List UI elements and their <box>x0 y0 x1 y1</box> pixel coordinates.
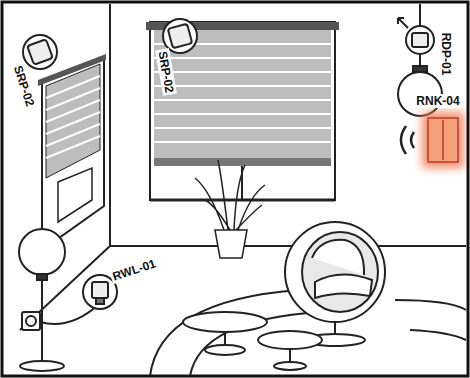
left-window-blind <box>38 54 106 250</box>
left-window-blind <box>46 88 100 110</box>
right-window-blind <box>154 57 331 59</box>
device-label: RDP-01 <box>439 31 453 78</box>
ball-chair <box>285 222 385 346</box>
srp-device-icon <box>27 39 53 65</box>
wall-switch <box>411 132 414 148</box>
left-window-blind <box>46 112 100 134</box>
left-window-blind <box>46 100 100 122</box>
ball-chair <box>285 222 385 322</box>
right-window-blind <box>154 141 331 143</box>
ball-chair <box>312 240 364 275</box>
potted-plant <box>215 230 247 258</box>
left-window-blind <box>46 76 100 158</box>
floor-rug <box>410 330 466 340</box>
side-tables <box>289 349 291 362</box>
floor-rug <box>395 300 466 310</box>
right-window-blind <box>154 99 331 101</box>
right-window-blind <box>154 127 331 129</box>
potted-plant <box>195 160 265 230</box>
side-tables <box>258 331 322 349</box>
floor-lamp <box>19 229 65 275</box>
plug-module-icon <box>92 282 108 298</box>
right-window-blind <box>154 113 331 115</box>
room-walls <box>109 4 111 246</box>
pendant-lamp <box>398 18 404 24</box>
side-tables <box>205 345 245 355</box>
device-label: RNK-04 <box>414 94 461 108</box>
right-window-blind <box>154 71 331 73</box>
right-window-blind <box>154 44 331 142</box>
left-window-blind <box>58 168 92 222</box>
wall-switch <box>442 120 444 160</box>
room-walls <box>20 4 466 330</box>
potted-plant <box>195 160 265 258</box>
floor-lamp <box>37 274 47 280</box>
pendant-lamp <box>412 33 428 47</box>
srp-device-icon <box>168 24 192 48</box>
side-tables <box>183 312 322 370</box>
ball-chair <box>315 274 372 298</box>
floor-lamp <box>22 312 40 330</box>
srp-device-icon <box>23 35 57 69</box>
plug-module-icon <box>96 298 104 304</box>
room-walls <box>110 245 466 247</box>
device-label: RWL-01 <box>109 256 159 284</box>
floor-lamp <box>41 280 43 362</box>
floor-lamp <box>26 316 36 326</box>
pendant-lamp <box>406 26 434 54</box>
right-window-blind <box>154 158 331 166</box>
left-window-blind <box>46 64 100 178</box>
floor-lamp <box>20 361 64 371</box>
right-window-blind <box>150 199 335 202</box>
side-tables <box>183 312 267 332</box>
wall-switch <box>401 112 464 168</box>
wall-switch <box>401 126 406 154</box>
left-window-blind <box>42 58 104 250</box>
left-window-blind <box>46 124 100 146</box>
left-window-blind <box>46 136 100 158</box>
wall-switch <box>422 112 464 168</box>
wall-switch <box>428 118 458 162</box>
floor-lamp <box>40 305 98 324</box>
pendant-lamp <box>398 18 408 28</box>
device-label: SRP-02 <box>10 62 38 110</box>
right-window-blind <box>154 85 331 87</box>
side-tables <box>274 362 306 370</box>
wall-switch <box>401 126 414 154</box>
ball-chair <box>302 232 378 312</box>
side-tables <box>224 332 226 346</box>
